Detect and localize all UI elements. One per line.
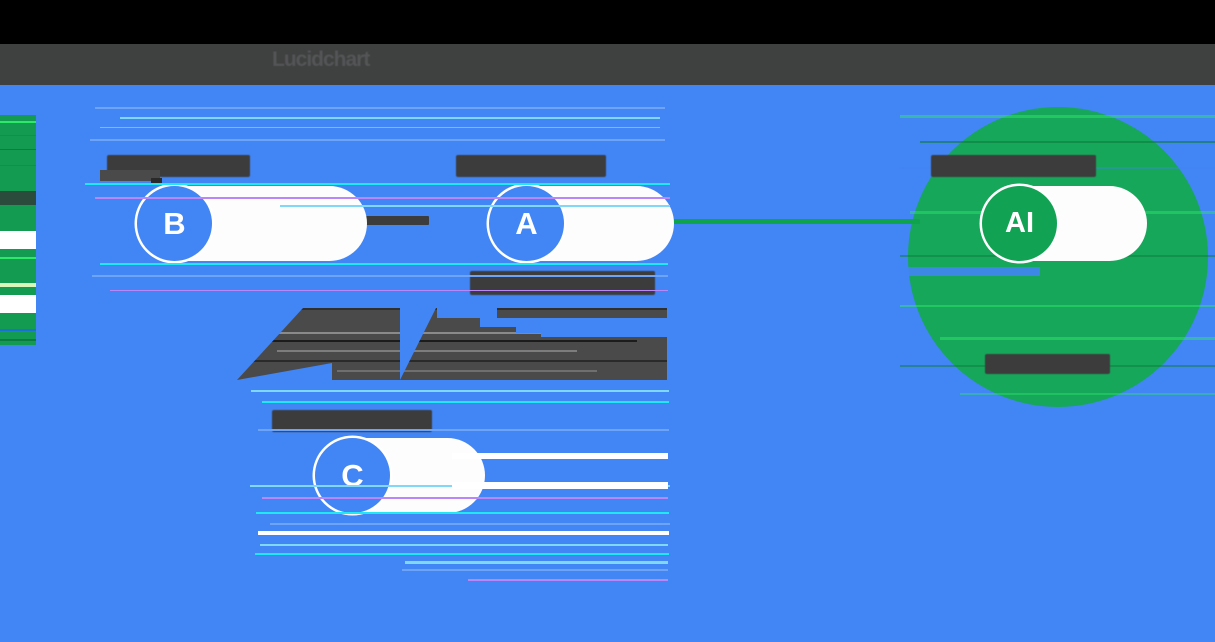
glitch-scan-25	[405, 561, 668, 564]
node-c-label	[272, 410, 432, 432]
node-a-badge: A	[489, 186, 564, 261]
bottom-bar	[0, 603, 1215, 642]
connector-a-to-ai[interactable]	[635, 219, 920, 224]
glitch-scan-1	[95, 107, 665, 109]
glitch-block-2	[151, 178, 162, 183]
node-a-sublabel	[470, 271, 655, 295]
glitch-scan-16	[256, 512, 669, 514]
glitch-scan-19	[452, 482, 668, 489]
node-c-badge: C	[315, 438, 390, 513]
node-b-badge-label: B	[163, 206, 186, 241]
titlebar-strip	[0, 0, 1215, 44]
node-ai-badge-label: AI	[1005, 207, 1034, 239]
glitch-scan-2	[120, 117, 660, 119]
app-toolbar[interactable]	[0, 44, 1215, 85]
node-a-badge-label: A	[515, 206, 538, 241]
node-b-label	[107, 155, 250, 177]
node-ai-badge: AI	[982, 186, 1057, 261]
glitch-scan-3	[100, 127, 660, 128]
node-a-label	[456, 155, 606, 177]
glitch-scan-5	[85, 183, 670, 185]
glitch-scan-12	[262, 401, 669, 403]
diagram-canvas[interactable]: B A	[0, 85, 1215, 642]
app-title: Lucidchart	[272, 48, 370, 71]
glitch-scan-18	[258, 531, 669, 535]
glitch-scan-21	[260, 544, 668, 546]
center-annotation-glitch	[237, 308, 667, 380]
glitch-scan-17	[270, 523, 670, 525]
glitch-scan-11	[251, 390, 669, 392]
glitch-scan-22	[255, 553, 669, 555]
glitch-scan-20	[452, 453, 668, 459]
glitch-scan-24	[468, 579, 668, 581]
left-clipped-panel[interactable]	[0, 115, 36, 345]
node-c-badge-label: C	[341, 458, 364, 493]
node-ai-sublabel	[985, 354, 1110, 374]
glitch-scan-23	[402, 569, 668, 571]
node-b-badge: B	[137, 186, 212, 261]
node-ai-label	[931, 155, 1096, 177]
glitch-scan-4	[90, 139, 665, 141]
glitch-scan-8	[100, 263, 668, 265]
